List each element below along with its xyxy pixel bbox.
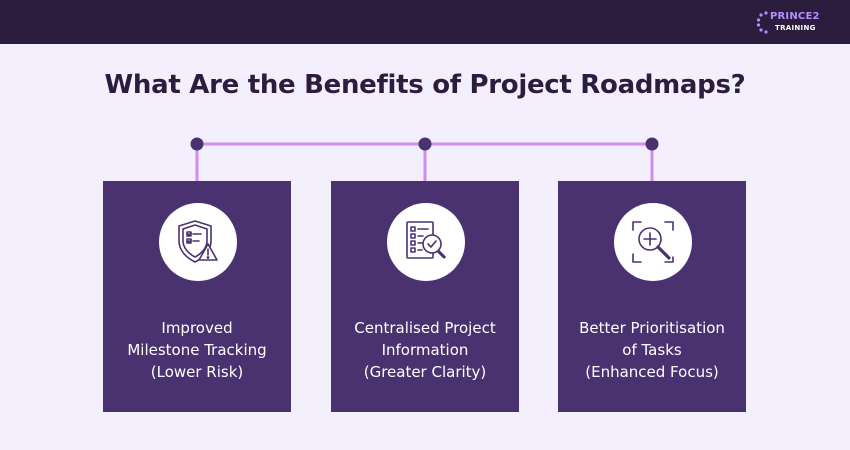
benefit-label: Better Prioritisation of Tasks (Enhanced…	[564, 317, 740, 383]
connector-dot-1	[190, 137, 204, 151]
benefit-label-line: Centralised Project	[354, 319, 496, 337]
benefit-label: Centralised Project Information (Greater…	[337, 317, 513, 383]
benefit-card-milestone-tracking: Improved Milestone Tracking (Lower Risk)	[103, 181, 291, 412]
shield-checklist-warning-icon	[178, 220, 218, 263]
icon-circle	[387, 203, 465, 281]
top-bar: PRINCE2 TRAINING	[0, 0, 850, 44]
benefit-label-line: Improved	[161, 319, 233, 337]
benefit-label-line: (Enhanced Focus)	[585, 363, 719, 381]
page-title: What Are the Benefits of Project Roadmap…	[104, 70, 746, 100]
logo-dots-icon	[756, 11, 768, 34]
checklist-magnifier-icon	[406, 221, 446, 259]
benefit-label-line: (Greater Clarity)	[363, 363, 487, 381]
benefit-card-centralised-information: Centralised Project Information (Greater…	[331, 181, 519, 412]
benefit-label-line: (Lower Risk)	[150, 363, 244, 381]
benefit-card-prioritisation: Better Prioritisation of Tasks (Enhanced…	[558, 181, 746, 412]
icon-circle	[159, 203, 237, 281]
benefit-label-line: of Tasks	[622, 341, 682, 359]
logo-brand-text: PRINCE2	[770, 11, 820, 22]
connector-dot-3	[645, 137, 659, 151]
benefit-label-line: Milestone Tracking	[127, 341, 267, 359]
benefit-label: Improved Milestone Tracking (Lower Risk)	[109, 317, 285, 383]
logo-sub-text: TRAINING	[775, 24, 816, 32]
focus-magnifier-plus-icon	[632, 221, 674, 263]
prince2-training-logo[interactable]: PRINCE2 TRAINING	[756, 8, 826, 38]
connector-dot-2	[418, 137, 432, 151]
benefit-label-line: Information	[381, 341, 469, 359]
benefit-label-line: Better Prioritisation	[579, 319, 725, 337]
icon-circle	[614, 203, 692, 281]
